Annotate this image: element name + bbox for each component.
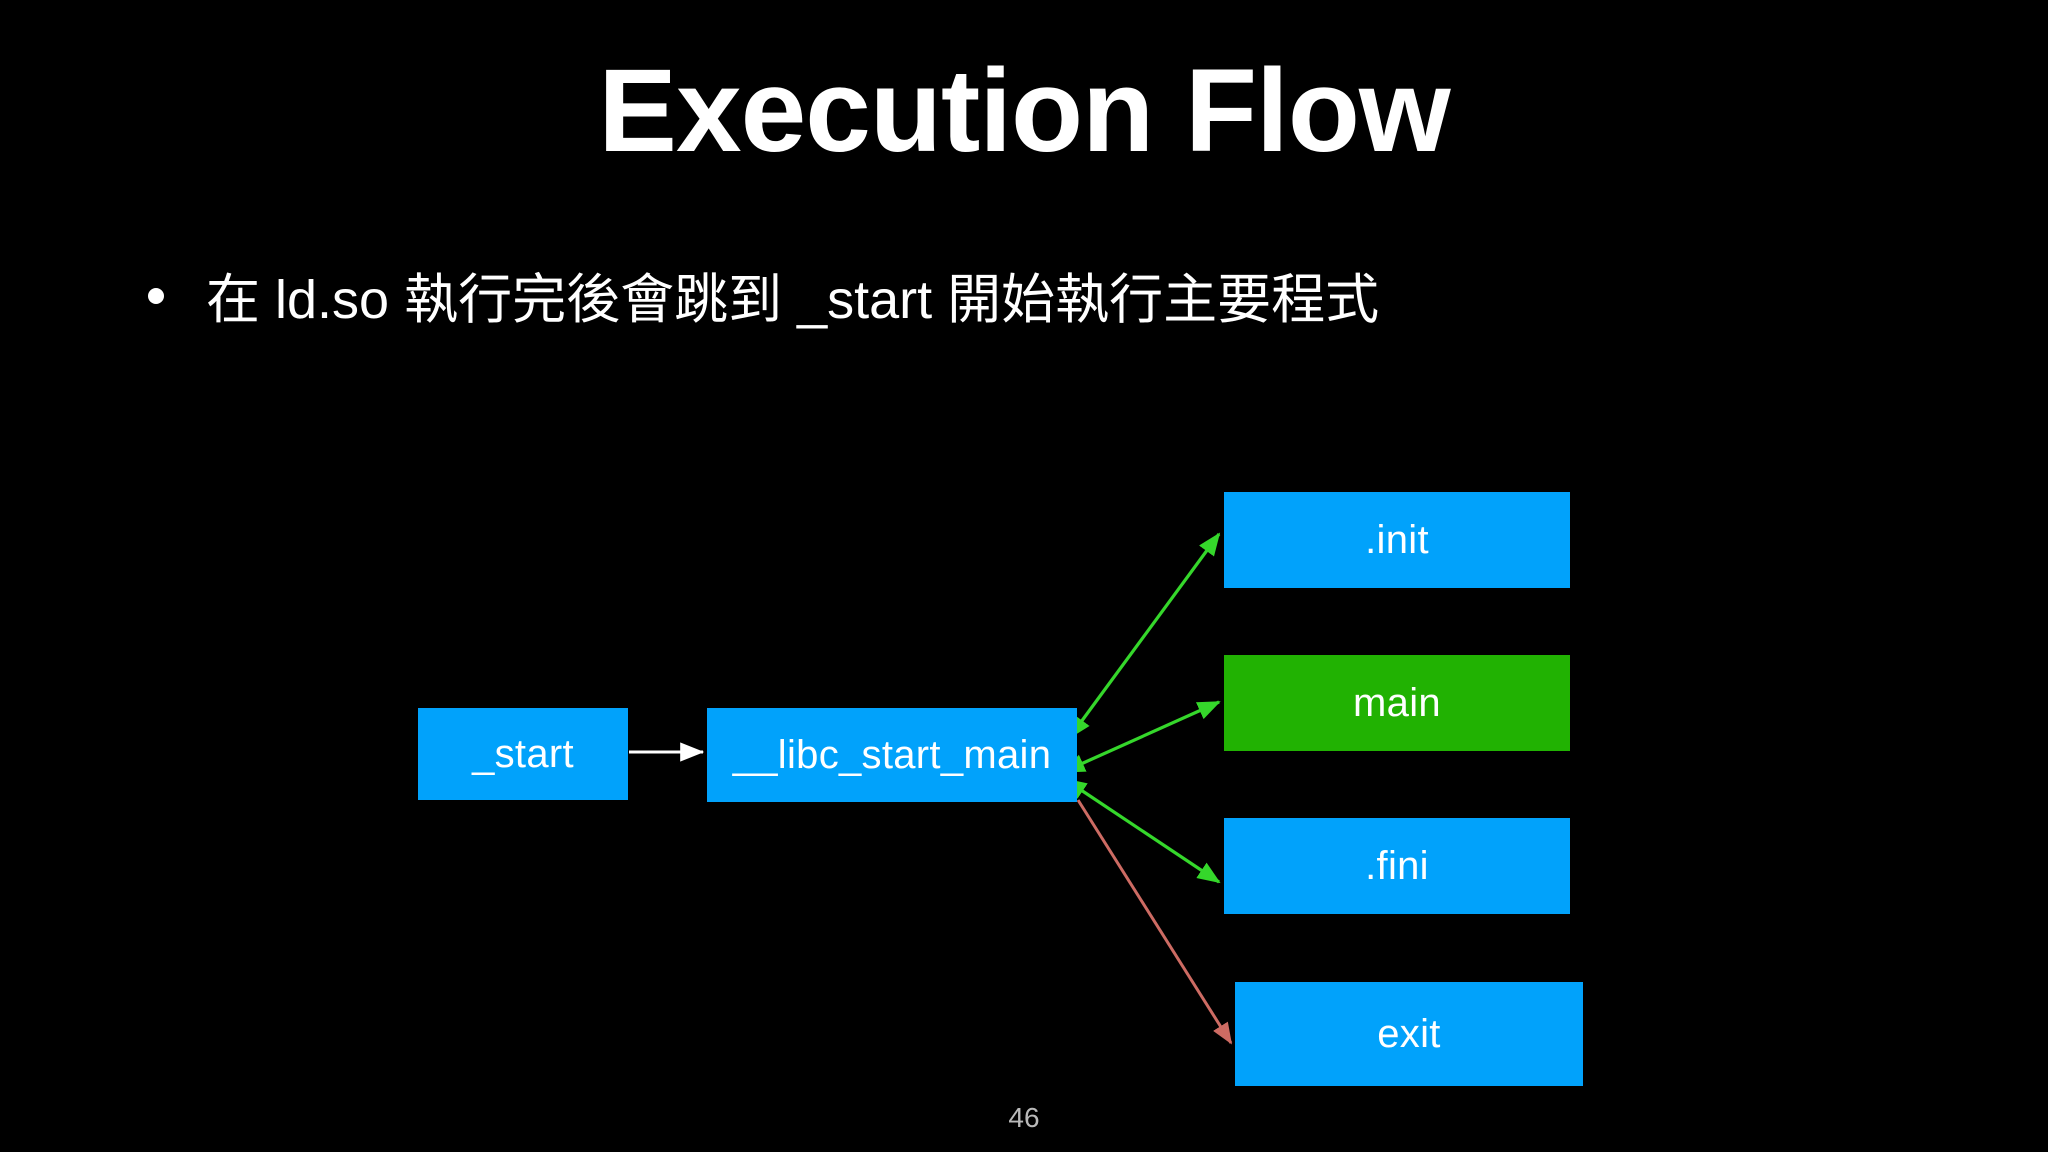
arrow-libc-start-main-to-fini bbox=[1063, 778, 1221, 884]
page-number: 46 bbox=[1008, 1102, 1040, 1133]
diagram-node-libc-start-main[interactable]: __libc_start_main bbox=[707, 708, 1077, 802]
diagram-node-start[interactable]: _start bbox=[418, 708, 628, 800]
diagram-node-exit-label: exit bbox=[1377, 1011, 1441, 1056]
bullet-item-label: 在 ld.so 執行完後會跳到 _start 開始執行主要程式 bbox=[206, 270, 1380, 330]
page-title: Execution Flow bbox=[598, 45, 1450, 177]
diagram-node-exit[interactable]: exit bbox=[1235, 982, 1583, 1086]
diagram-node-init[interactable]: .init bbox=[1224, 492, 1570, 588]
arrow-libc-start-main-to-exit bbox=[1076, 799, 1233, 1045]
diagram-node-init-label: .init bbox=[1365, 517, 1429, 562]
diagram-node-libc-start-main-label: __libc_start_main bbox=[732, 732, 1052, 777]
bullet-dot-icon bbox=[148, 288, 164, 304]
arrow-libc-start-main-to-init bbox=[1068, 532, 1221, 740]
diagram-node-start-label: _start bbox=[472, 731, 574, 776]
arrow-libc-start-main-to-main bbox=[1061, 700, 1221, 773]
bullet-item: 在 ld.so 執行完後會跳到 _start 開始執行主要程式 bbox=[148, 268, 1379, 333]
diagram-node-main-label: main bbox=[1353, 680, 1441, 725]
diagram-node-main[interactable]: main bbox=[1224, 655, 1570, 751]
diagram-node-fini[interactable]: .fini bbox=[1224, 818, 1570, 914]
diagram-node-fini-label: .fini bbox=[1365, 843, 1429, 888]
